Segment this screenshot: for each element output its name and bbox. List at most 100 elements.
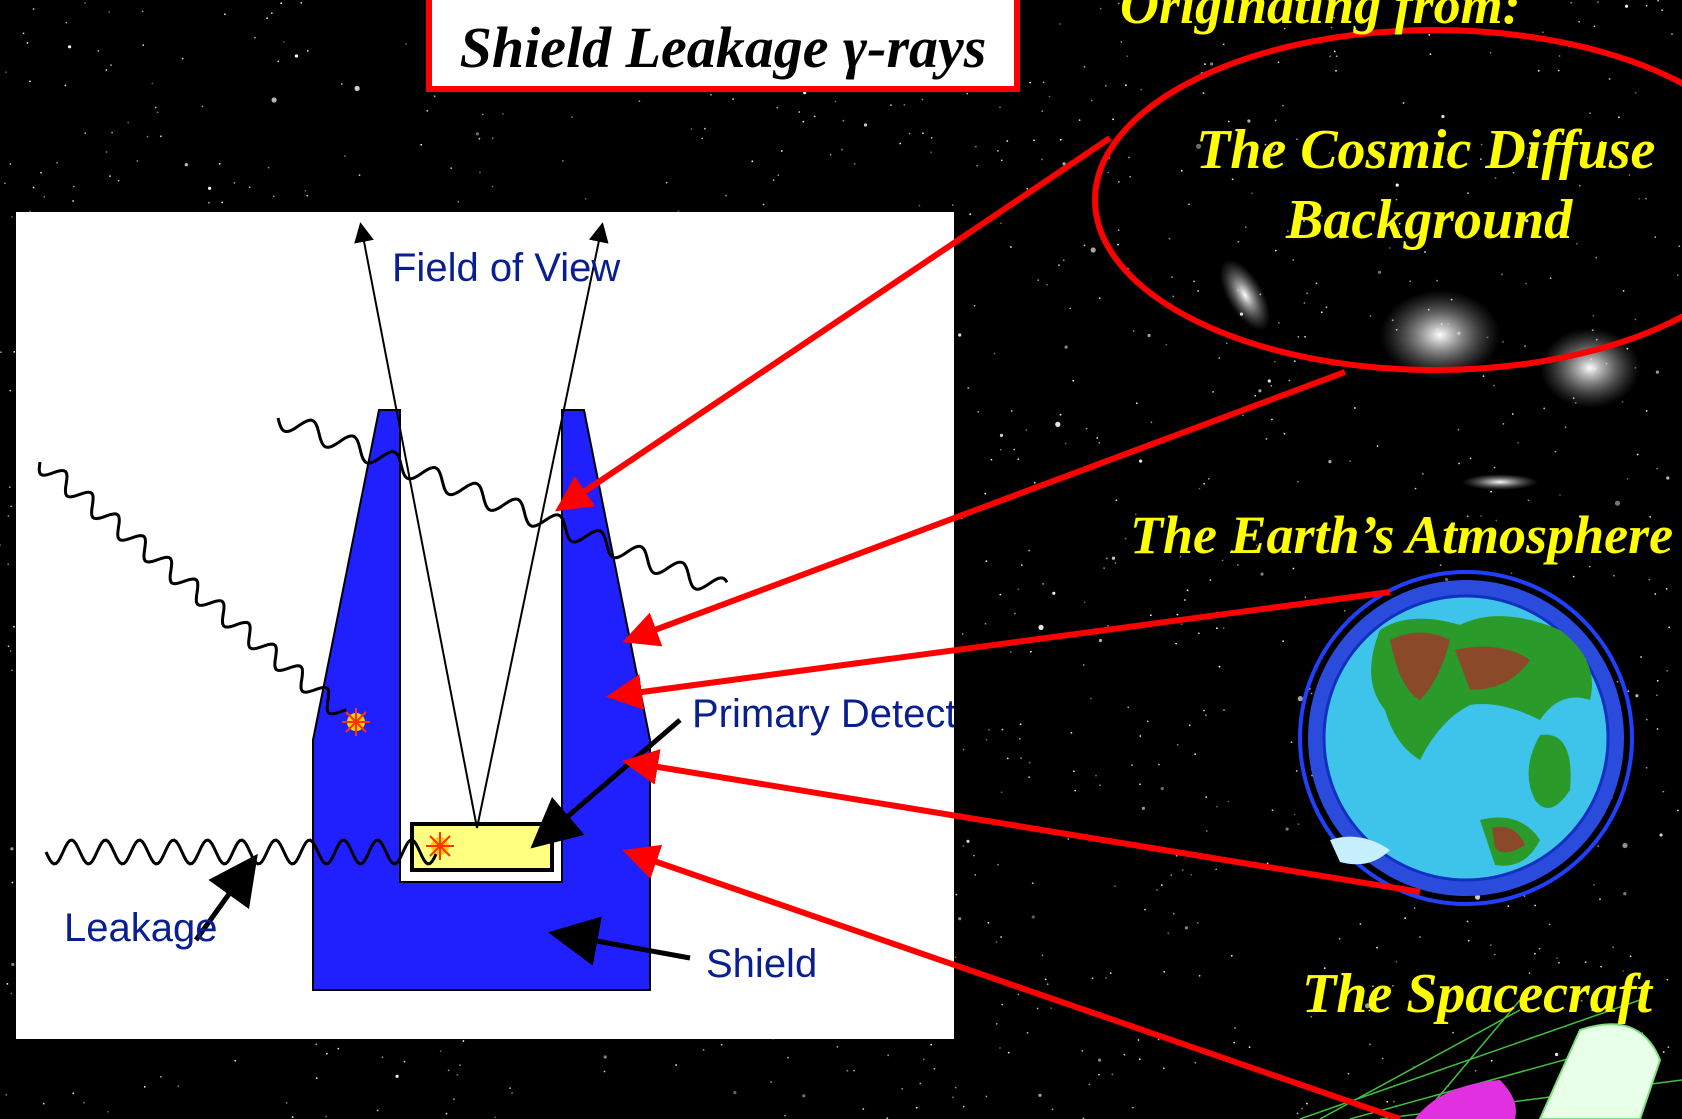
star-dot	[1402, 102, 1405, 104]
star-dot	[919, 1082, 922, 1085]
star-dot	[1364, 1003, 1371, 1009]
star-dot	[776, 106, 779, 109]
star-dot	[1457, 428, 1460, 431]
star-dot	[1104, 84, 1107, 87]
star-dot	[141, 10, 144, 13]
star-dot	[1381, 1057, 1384, 1060]
star-dot	[7, 515, 10, 517]
star-dot	[985, 560, 988, 562]
star-dot	[1225, 342, 1228, 345]
star-dot	[1666, 978, 1669, 981]
star-dot	[1163, 970, 1166, 973]
star-dot	[995, 941, 998, 943]
star-dot	[201, 105, 204, 108]
star-dot	[65, 21, 68, 24]
star-dot	[1595, 256, 1598, 259]
star-dot	[908, 132, 911, 135]
star-dot	[136, 160, 139, 162]
star-dot	[1608, 78, 1611, 80]
star-dot	[988, 729, 990, 731]
star-dot	[1184, 926, 1188, 930]
star-dot	[1634, 318, 1637, 321]
star-dot	[1634, 91, 1637, 94]
star-dot	[1025, 429, 1028, 431]
star-dot	[1072, 379, 1075, 382]
star-dot	[1010, 410, 1013, 412]
star-dot	[1105, 977, 1107, 979]
star-dot	[1028, 776, 1030, 779]
star-dot	[1274, 249, 1277, 252]
star-dot	[1041, 110, 1044, 113]
star-dot	[1041, 954, 1044, 957]
originating-header: Originating from:	[1120, 0, 1521, 35]
star-dot	[1167, 932, 1170, 935]
star-dot	[1141, 806, 1145, 810]
star-dot	[1273, 360, 1276, 363]
star-dot	[930, 137, 933, 139]
star-dot	[475, 132, 479, 136]
star-dot	[1398, 222, 1401, 225]
star-dot	[1555, 1052, 1559, 1057]
star-dot	[802, 1094, 806, 1098]
star-dot	[10, 847, 14, 851]
star-dot	[1098, 638, 1103, 643]
star-dot	[1109, 972, 1112, 974]
star-dot	[1222, 43, 1225, 46]
star-dot	[8, 486, 11, 488]
star-dot	[1132, 1106, 1134, 1109]
star-dot	[1493, 953, 1496, 956]
star-dot	[1584, 961, 1587, 964]
star-dot	[1304, 596, 1307, 599]
star-dot	[1125, 84, 1127, 87]
star-dot	[1162, 1067, 1165, 1070]
star-dot	[1467, 192, 1469, 195]
star-dot	[1247, 119, 1251, 123]
star-dot	[732, 98, 734, 100]
star-dot	[701, 137, 704, 140]
star-dot	[105, 69, 108, 71]
star-dot	[1175, 854, 1178, 857]
star-dot	[1090, 697, 1092, 700]
star-dot	[11, 962, 15, 967]
star-dot	[1297, 336, 1300, 338]
star-dot	[1150, 421, 1153, 424]
star-dot	[999, 1047, 1001, 1049]
star-dot	[1266, 862, 1269, 865]
star-dot	[22, 32, 25, 35]
star-dot	[304, 190, 307, 192]
star-dot	[4, 182, 6, 185]
star-dot	[1205, 796, 1208, 799]
star-dot	[1525, 282, 1527, 285]
star-dot	[1616, 680, 1619, 683]
star-dot	[1392, 985, 1394, 987]
star-dot	[1381, 1009, 1384, 1012]
star-dot	[1131, 764, 1133, 767]
star-dot	[1636, 453, 1639, 456]
star-dot	[405, 43, 407, 45]
star-dot	[502, 113, 504, 115]
cosmic-label-line2: Background	[1286, 189, 1573, 251]
star-dot	[306, 50, 309, 52]
star-dot	[1347, 1072, 1350, 1075]
star-dot	[1033, 481, 1036, 484]
star-dot	[354, 85, 360, 91]
star-dot	[1172, 912, 1175, 915]
star-dot	[1490, 1059, 1493, 1062]
earth-label: The Earth’s Atmosphere	[1130, 505, 1674, 565]
star-dot	[13, 625, 15, 628]
star-dot	[1267, 379, 1271, 383]
star-dot	[1306, 1102, 1308, 1105]
star-dot	[887, 1054, 890, 1057]
star-dot	[1000, 936, 1002, 938]
star-dot	[32, 186, 35, 189]
star-dot	[966, 839, 970, 843]
star-dot	[1349, 460, 1351, 462]
star-dot	[846, 1069, 849, 1072]
star-dot	[1198, 487, 1201, 490]
star-dot	[1194, 753, 1196, 755]
star-dot	[1512, 171, 1515, 174]
star-dot	[1188, 203, 1190, 206]
star-dot	[1013, 448, 1016, 451]
star-dot	[1601, 140, 1603, 143]
star-dot	[1482, 375, 1485, 377]
